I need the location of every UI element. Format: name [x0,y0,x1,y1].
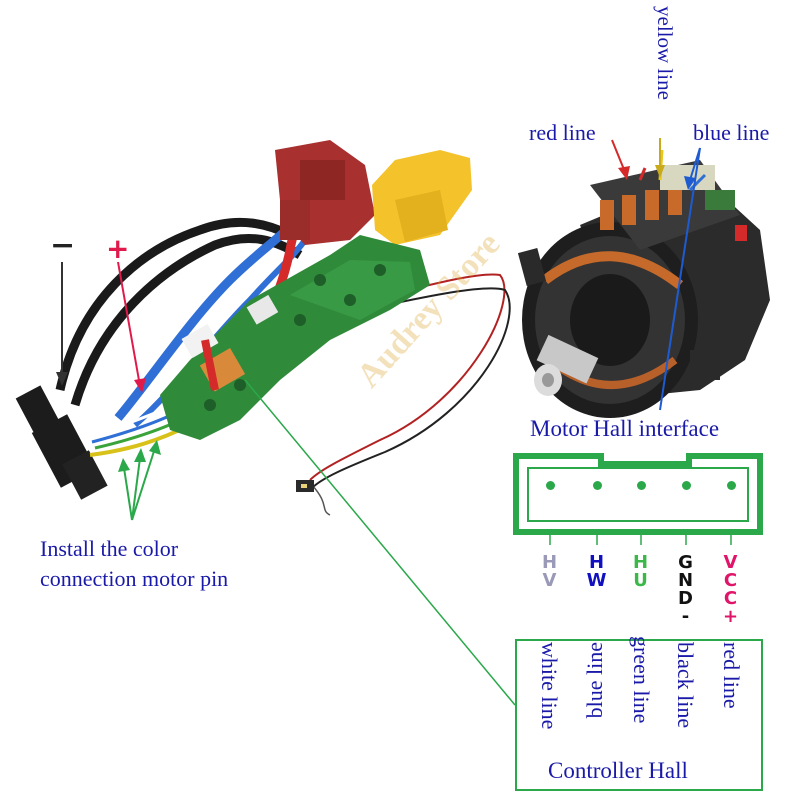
install-label-line2: connection motor pin [40,566,229,591]
motor-body [517,149,770,418]
plus-label: + [106,232,130,265]
controller-hall-box [515,639,763,791]
circuit-board [160,235,430,440]
connector-pin [637,481,646,490]
trigger-switch [275,140,472,245]
connector-pin [546,481,555,490]
wire-label-black: black line [673,642,698,729]
blue-line-label: blue line [693,120,770,145]
pin-name-hw: HW [586,552,607,588]
install-label-line1: Install the color [40,536,179,561]
minus-label: − [50,228,76,263]
wire-label-white: white line [537,642,562,730]
motor-hall-interface-label: Motor Hall interface [530,416,720,441]
connector-pin [727,481,736,490]
hall-connector-notch [598,453,692,467]
wire-label-blue: blue line [582,642,607,719]
connector-pin [593,481,602,490]
red-line-label: red line [529,120,596,145]
terminal-block [15,385,108,500]
pin-name-hu: HU [630,552,651,588]
hall-connector-inner [527,467,749,522]
connector-pin [682,481,691,490]
wire-label-green: green line [629,636,654,724]
pin-name-vcc: VCC+ [720,552,741,624]
pin-name-gnd: GND- [675,552,696,624]
yellow-line-label: yellow line [653,6,677,100]
controller-hall-label: Controller Hall [548,758,688,783]
pin-name-hv: HV [539,552,560,588]
wire-label-red: red line [719,642,744,709]
